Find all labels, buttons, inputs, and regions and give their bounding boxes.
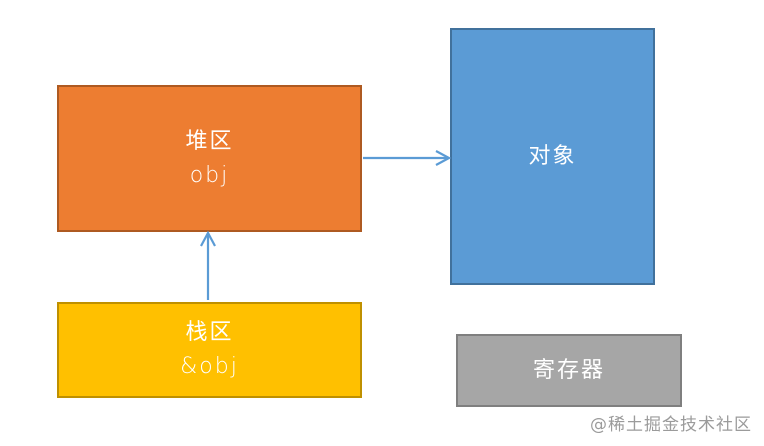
stack-label: 栈区 xyxy=(185,320,234,345)
heap-label: 堆区 xyxy=(185,128,234,154)
arrow-heap-to-object-icon xyxy=(363,150,452,166)
register-box: 寄存器 xyxy=(456,334,682,407)
arrow-stack-to-heap-icon xyxy=(200,230,216,300)
register-label: 寄存器 xyxy=(532,357,605,383)
stack-box: 栈区 &obj xyxy=(57,302,362,398)
watermark: @稀土掘金技术社区 xyxy=(590,415,752,435)
heap-var-label: obj xyxy=(189,162,230,188)
heap-box: 堆区 obj xyxy=(57,85,362,232)
object-box: 对象 xyxy=(450,28,655,285)
stack-var-label: &obj xyxy=(180,354,239,379)
object-label: 对象 xyxy=(528,143,577,169)
